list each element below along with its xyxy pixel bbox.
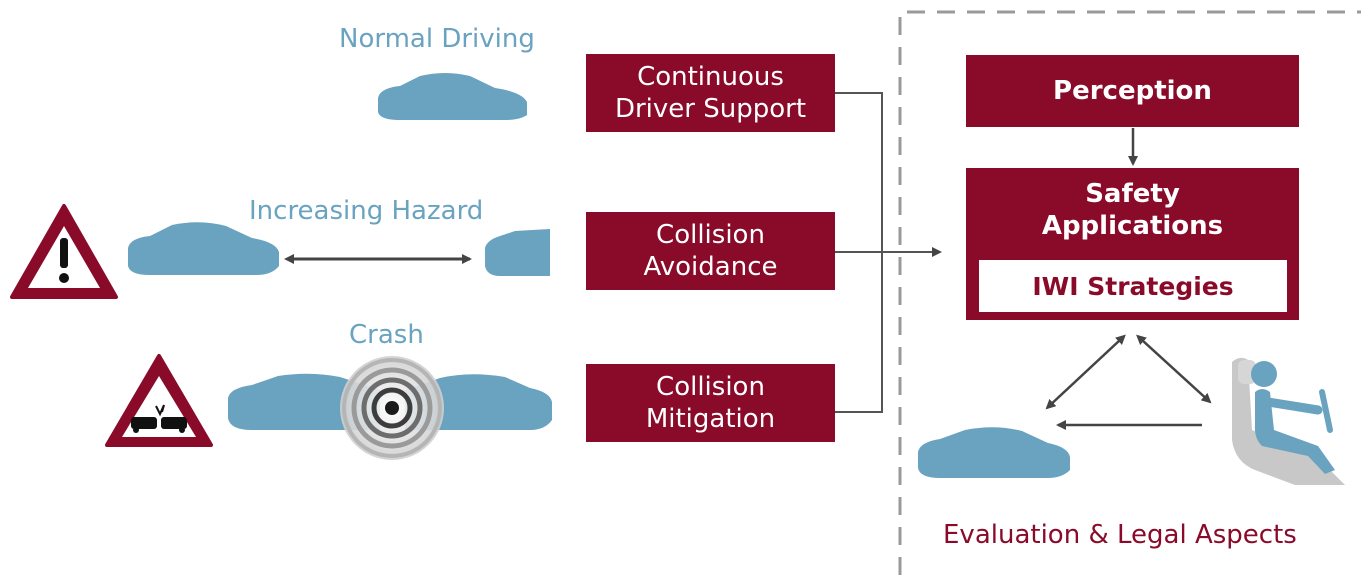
- phase-line1: Collision: [656, 372, 765, 402]
- car-icon-evaluation: [918, 427, 1070, 478]
- phase-line1: Continuous: [637, 62, 784, 92]
- safety-driver-arrow: [1136, 334, 1212, 404]
- scenario-label-normal: Normal Driving: [339, 24, 535, 54]
- evaluation-legal-label: Evaluation & Legal Aspects: [943, 520, 1297, 550]
- car-icon-hazard-left: [128, 222, 279, 275]
- phase-connectors: [835, 92, 942, 413]
- scenario-label-crash: Crash: [349, 320, 424, 350]
- phase-box-collision-avoidance: Collision Avoidance: [586, 212, 835, 290]
- phase-line1: Collision: [656, 220, 765, 250]
- phase-line2: Avoidance: [643, 252, 778, 282]
- iwi-strategies-box: IWI Strategies: [979, 260, 1287, 312]
- safety-line1: Safety: [1085, 179, 1180, 209]
- perception-box: Perception: [966, 55, 1299, 127]
- car-icon-hazard-right: [485, 229, 550, 276]
- car-icon-normal: [378, 73, 527, 120]
- perception-label: Perception: [1053, 76, 1212, 106]
- safety-line2: Applications: [1041, 211, 1224, 241]
- phase-line2: Driver Support: [614, 94, 807, 124]
- crash-sign-icon: [105, 354, 213, 447]
- safety-vehicle-arrow: [1045, 334, 1126, 410]
- driver-seat-icon: [1232, 357, 1345, 485]
- phase-line2: Mitigation: [645, 404, 776, 434]
- phase-box-continuous-support: Continuous Driver Support: [586, 54, 835, 132]
- warning-sign-icon: [10, 204, 118, 299]
- scenario-label-hazard: Increasing Hazard: [249, 196, 484, 226]
- phase-box-collision-mitigation: Collision Mitigation: [586, 364, 835, 442]
- impact-rings-icon: [340, 356, 444, 460]
- evaluation-panel-border: [898, 10, 1361, 575]
